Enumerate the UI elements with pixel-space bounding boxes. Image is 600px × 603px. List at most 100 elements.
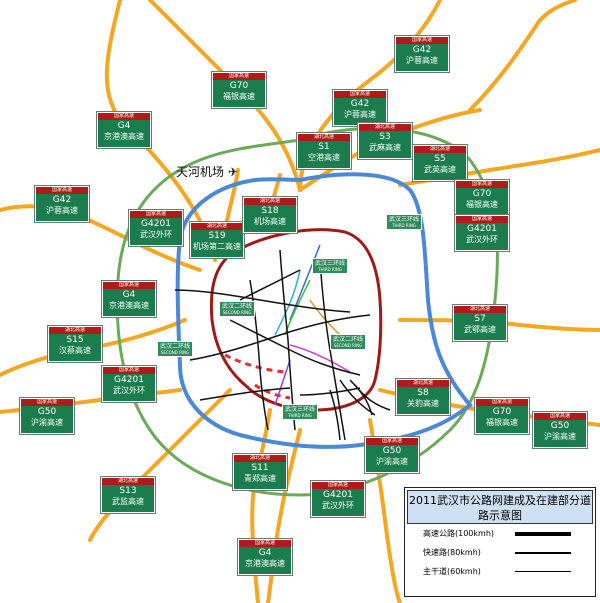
shield-name: 沪渝高速 xyxy=(376,457,408,466)
shield-tag: 国家高速 xyxy=(456,181,508,188)
legend-line-thick xyxy=(515,532,571,536)
legend-row-express-road: 快速路(80kmh) xyxy=(405,543,595,562)
shield-code: S1 xyxy=(318,142,330,152)
ring-label-sub: THIRD RING xyxy=(392,223,416,228)
shield-tag: 湖北高速 xyxy=(191,223,243,230)
legend-label: 快速路(80kmh) xyxy=(423,548,481,557)
ring-label-name: 武汉二环线 xyxy=(160,343,191,350)
shield-code: G4 xyxy=(117,121,131,131)
ring-label-name: 武汉三环线 xyxy=(315,260,346,267)
shield-tag: 湖北高速 xyxy=(244,198,296,205)
legend-label: 高速公路(100kmh) xyxy=(423,529,495,538)
shield-name: 武鄂高速 xyxy=(464,325,496,334)
airport-label: 天河机场 ✈ xyxy=(176,165,238,179)
shield-code: G4201 xyxy=(141,219,171,229)
shield-tag: 湖北高速 xyxy=(414,146,466,153)
shield-code: S3 xyxy=(379,132,391,142)
shield-name: 沪蓉高速 xyxy=(344,110,376,119)
shield-code: G70 xyxy=(229,81,249,91)
second-ring xyxy=(209,228,383,412)
expressway-east-link xyxy=(468,0,577,112)
ring-label-name: 武汉二环线 xyxy=(222,303,253,310)
ring-label-sub: SECOND RING xyxy=(160,350,190,355)
shield-code: G70 xyxy=(492,407,512,417)
shield-code: G4 xyxy=(258,548,272,558)
shield-code: S8 xyxy=(417,388,429,398)
shield-name: 沪蓉高速 xyxy=(406,56,438,65)
shield-tag: 国家高速 xyxy=(36,187,88,194)
shield-name: 汉蔡高速 xyxy=(59,346,91,355)
shield-code: G42 xyxy=(412,45,432,55)
shield-name: 机场第二高速 xyxy=(193,242,241,251)
shield-name: 福银高速 xyxy=(466,200,498,209)
shield-tag: 国家高速 xyxy=(534,413,586,420)
legend: 2011武汉市公路网建成及在建部分道路示意图 高速公路(100kmh) 快速路(… xyxy=(404,487,596,597)
shield-name: 京港澳高速 xyxy=(104,132,144,141)
shield-code: G4201 xyxy=(467,224,497,234)
ring-label-sub: THIRD RING xyxy=(288,413,312,418)
shield-code: G50 xyxy=(382,446,402,456)
ring-label-name: 武汉二环线 xyxy=(333,336,364,343)
shield-tag: 国家高速 xyxy=(366,438,418,445)
shield-name: 武麻高速 xyxy=(369,143,401,152)
shield-name: 京港澳高速 xyxy=(245,559,285,568)
shield-code: S5 xyxy=(434,154,446,164)
under-construction-roads xyxy=(224,353,291,400)
shield-code: S19 xyxy=(208,231,226,241)
shield-tag: 湖北高速 xyxy=(49,327,101,334)
shield-tag: 国家高速 xyxy=(396,37,448,44)
shield-name: 武英高速 xyxy=(424,165,456,174)
legend-title: 2011武汉市公路网建成及在建部分道路示意图 xyxy=(407,490,593,524)
shield-code: G4 xyxy=(122,290,136,300)
expressway-s13 xyxy=(88,388,232,542)
shield-tag: 国家高速 xyxy=(21,399,73,406)
shield-tag: 湖北高速 xyxy=(298,134,350,141)
shield-name: 福银高速 xyxy=(486,418,518,427)
shield-tag: 国家高速 xyxy=(239,540,291,547)
shield-name: 武监高速 xyxy=(112,497,144,506)
shield-name: 福银高速 xyxy=(223,92,255,101)
shield-name: 武汉外环 xyxy=(322,501,354,510)
shield-tag: 湖北高速 xyxy=(397,380,449,387)
shield-code: G4201 xyxy=(323,490,353,500)
shield-name: 武汉外环 xyxy=(466,235,498,244)
shield-tag: 国家高速 xyxy=(312,482,364,489)
shield-code: G70 xyxy=(472,189,492,199)
ring-label-sub: SECOND RING xyxy=(333,343,363,348)
shield-code: G50 xyxy=(550,421,570,431)
shield-name: 青郑高速 xyxy=(244,474,276,483)
shield-code: G42 xyxy=(52,195,72,205)
shield-code: S15 xyxy=(66,335,84,345)
shield-tag: 湖北高速 xyxy=(102,478,154,485)
shield-name: 武汉外环 xyxy=(113,386,145,395)
shield-name: 沪渝高速 xyxy=(31,418,63,427)
shield-tag: 湖北高速 xyxy=(234,455,286,462)
shield-tag: 湖北高速 xyxy=(454,306,506,313)
shield-tag: 国家高速 xyxy=(98,113,150,120)
shield-tag: 湖北高速 xyxy=(359,124,411,131)
shield-code: S11 xyxy=(251,463,269,473)
